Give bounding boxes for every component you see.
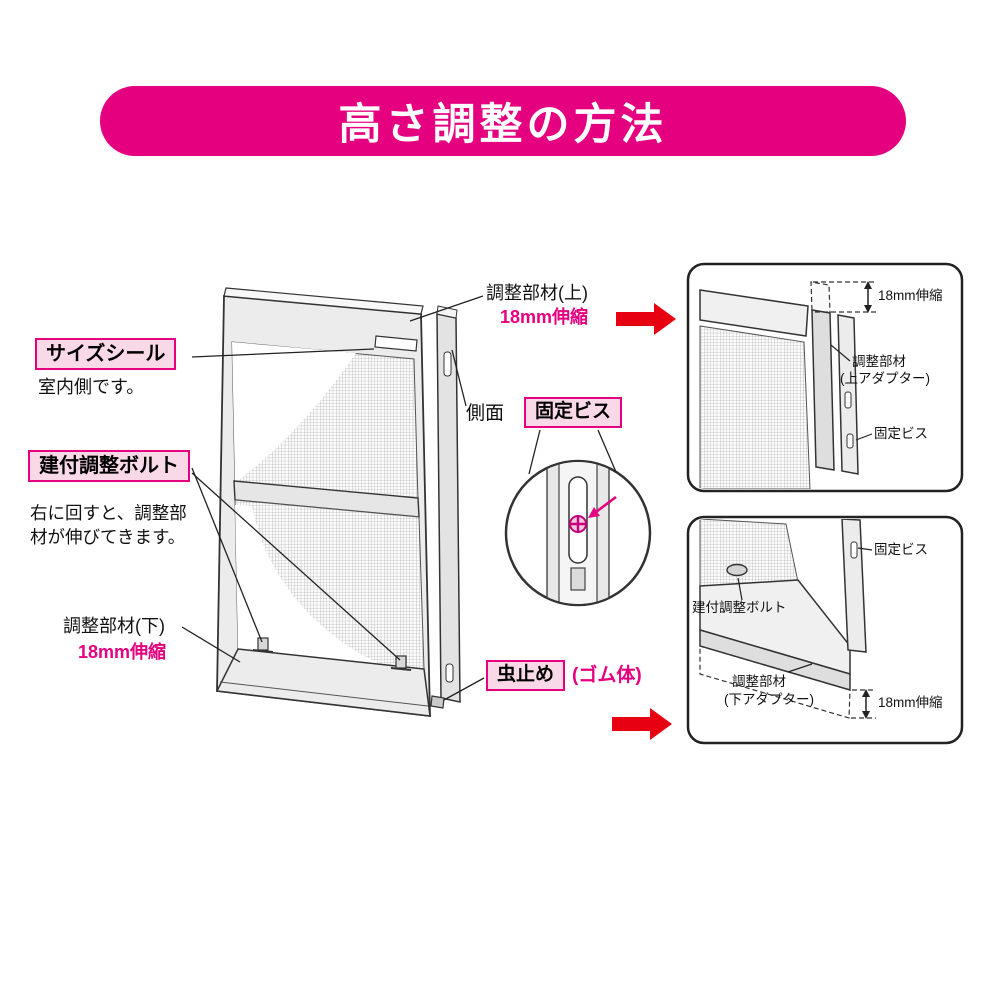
side-face-label: 側面 bbox=[466, 403, 505, 424]
bottom-rail-edge bbox=[219, 681, 429, 707]
panel-top-part-line1: 調整部材 bbox=[852, 354, 906, 369]
panel-top-screw: 固定ビス bbox=[874, 426, 928, 441]
size-seal-label: サイズシール bbox=[35, 338, 177, 370]
lower-mesh-highlight bbox=[235, 505, 380, 664]
adjust-upper-dim: 18mm伸縮 bbox=[500, 307, 589, 327]
title-banner: 高さ調整の方法 bbox=[100, 86, 906, 156]
side-rail-slot-top bbox=[443, 351, 452, 377]
screen-door-drawing bbox=[215, 287, 461, 718]
panel-top-part-line2: (上アダプター) bbox=[840, 371, 930, 386]
bug-stop-label: 虫止め bbox=[486, 660, 566, 691]
detail-panel-top bbox=[686, 262, 964, 493]
adjust-bolt-note-line2: 材が伸びてきます。 bbox=[30, 527, 186, 547]
adjust-bolt-label: 建付調整ボルト bbox=[28, 450, 190, 482]
panel-bottom-part-line2: (下アダプター) bbox=[724, 692, 814, 707]
bottom-rail bbox=[215, 648, 431, 717]
panel-top-dim: 18mm伸縮 bbox=[878, 288, 943, 303]
panel-bottom-bolt: 建付調整ボルト bbox=[692, 600, 787, 615]
page-title: 高さ調整の方法 bbox=[338, 101, 668, 149]
frame-top-face bbox=[223, 287, 424, 315]
zoom-arrows bbox=[612, 303, 676, 740]
leader-lines bbox=[181, 295, 617, 701]
bug-stop-note: (ゴム体) bbox=[572, 665, 642, 686]
upper-mesh-highlight bbox=[232, 342, 356, 483]
panel-bottom-part-line1: 調整部材 bbox=[732, 674, 786, 689]
adjust-bolt-right bbox=[390, 655, 412, 671]
fixing-screw-label: 固定ビス bbox=[524, 397, 623, 428]
size-seal-note: 室内側です。 bbox=[38, 377, 145, 397]
panel-bottom-screw: 固定ビス bbox=[874, 542, 928, 557]
side-rail-slot-bottom bbox=[445, 663, 454, 683]
panel-bottom-dim: 18mm伸縮 bbox=[878, 695, 943, 710]
screw-cross bbox=[570, 516, 586, 532]
adjust-upper-label: 調整部材(上) bbox=[486, 283, 588, 303]
red-arrow-bottom-icon bbox=[612, 708, 672, 740]
adjust-bolt-note-line1: 右に回すと、調整部 bbox=[30, 503, 187, 523]
screw-pointer-arrow-icon bbox=[588, 495, 617, 518]
adjust-lower-dim: 18mm伸縮 bbox=[78, 642, 167, 662]
size-seal-sticker bbox=[374, 335, 418, 352]
screw-detail-circle bbox=[504, 459, 652, 607]
adjust-lower-label: 調整部材(下) bbox=[63, 616, 165, 636]
adjust-bolt-left bbox=[252, 637, 274, 653]
red-arrow-top-icon bbox=[616, 303, 676, 335]
detail-panel-bottom bbox=[686, 515, 964, 745]
bug-stop-rubber bbox=[430, 695, 445, 709]
